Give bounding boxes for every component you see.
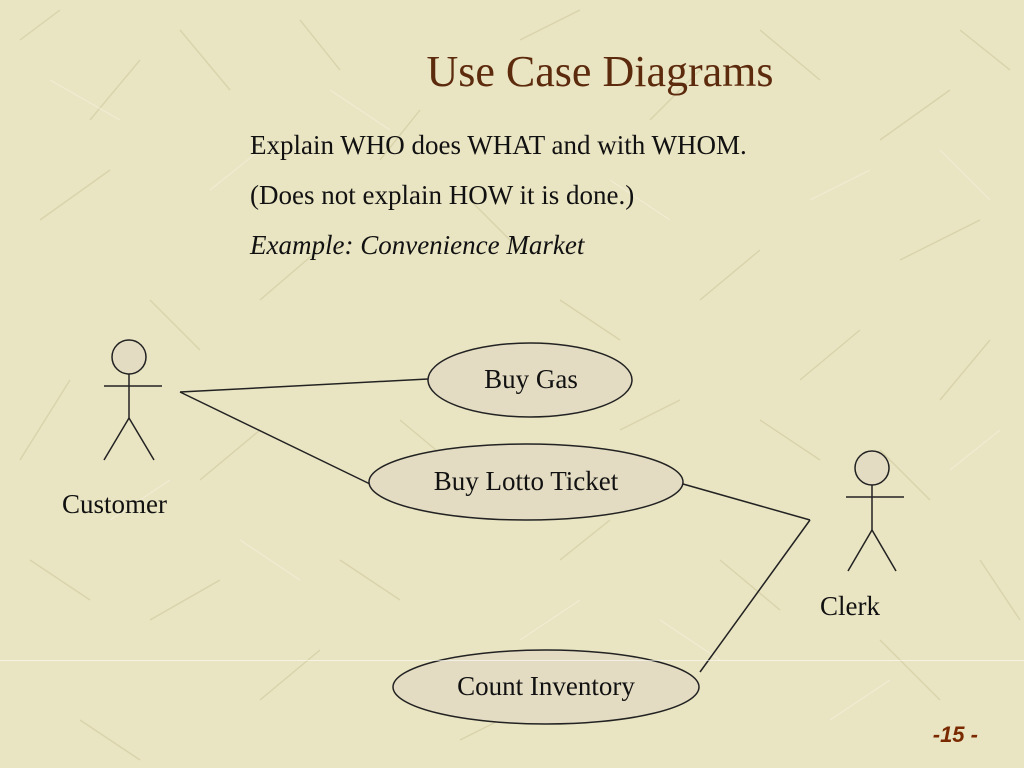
- description-not-how: (Does not explain HOW it is done.): [250, 180, 635, 210]
- actor-label-clerk: Clerk: [820, 591, 880, 621]
- use-case-label-buy-lotto-ticket: Buy Lotto Ticket: [433, 466, 619, 496]
- association-customer-buy-gas: [179, 378, 429, 393]
- association-customer-buy-lotto-ticket: [179, 391, 371, 485]
- description-who-what: Explain WHO does WHAT and with WHOM.: [250, 130, 747, 160]
- use-case-buy-lotto-ticket: [368, 443, 684, 521]
- customer-actor: [103, 339, 162, 461]
- use-case-buy-gas: [427, 342, 633, 418]
- example-caption: Example: Convenience Market: [250, 230, 585, 260]
- use-case-count-inventory: [392, 649, 700, 725]
- use-case-label-count-inventory: Count Inventory: [457, 671, 635, 701]
- association-clerk-buy-lotto-ticket: [682, 483, 811, 521]
- slide-title: Use Case Diagrams: [426, 47, 774, 96]
- clerk-actor: [846, 450, 904, 572]
- use-case-label-buy-gas: Buy Gas: [484, 364, 578, 394]
- footer-divider: [0, 660, 1024, 661]
- page-number: -15 -: [932, 722, 978, 747]
- actor-label-customer: Customer: [62, 489, 167, 519]
- association-clerk-count-inventory: [699, 519, 811, 673]
